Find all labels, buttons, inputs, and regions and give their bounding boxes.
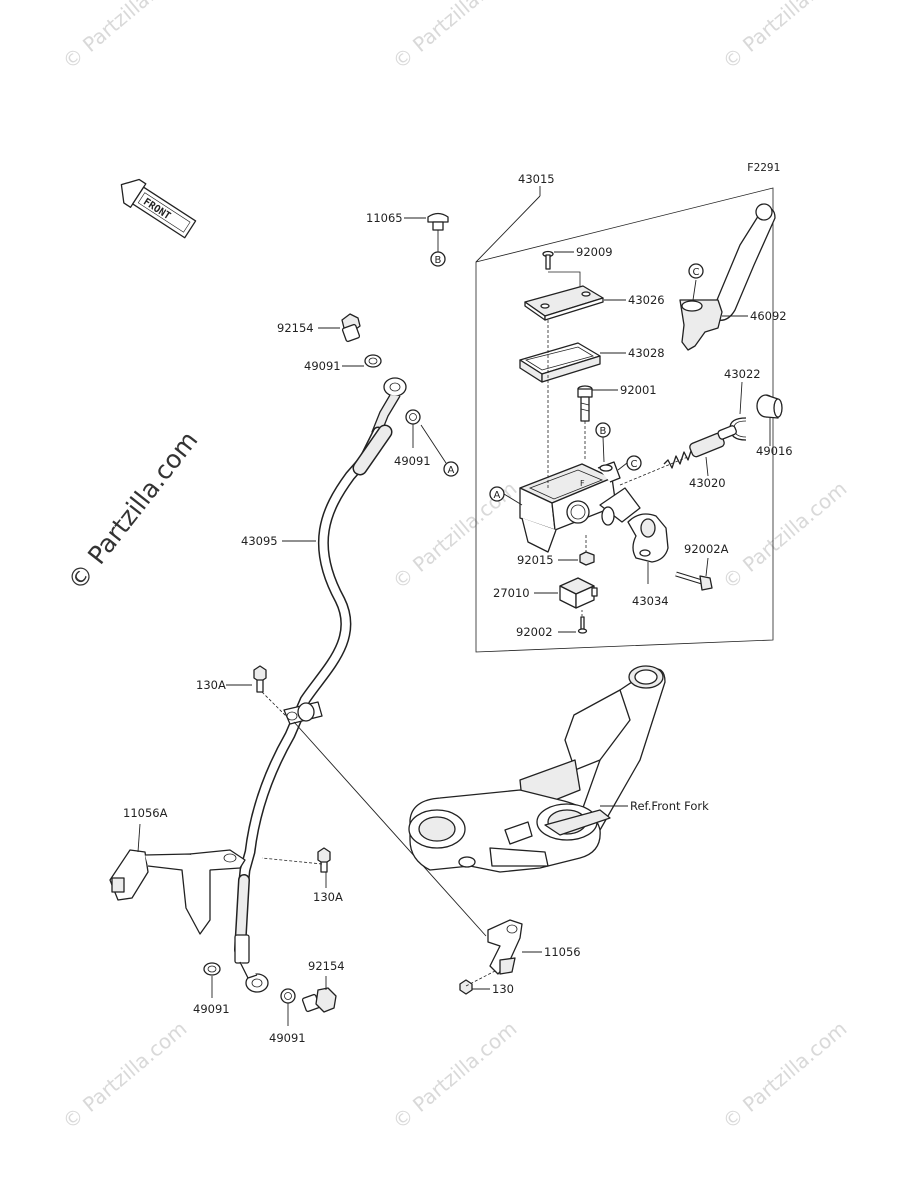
label-49091-top-1: 49091 <box>304 359 341 373</box>
label-92002a: 92002A <box>684 542 729 556</box>
watermark: © Partzilla.com <box>718 1016 852 1134</box>
label-130a-2: 130A <box>313 890 343 904</box>
part-92002-screw <box>577 616 588 634</box>
label-49016: 49016 <box>756 444 793 458</box>
part-92002a-bolt <box>675 571 713 591</box>
label-43034: 43034 <box>632 594 669 608</box>
part-43028-diaphragm <box>519 342 601 383</box>
part-46092-lever: C <box>679 203 776 351</box>
part-92154-top-banjo-bolt <box>341 313 361 343</box>
label-27010: 27010 <box>493 586 530 600</box>
watermark-main: © Partzilla.com <box>62 426 204 596</box>
part-49091-bottom-washer-2 <box>280 988 296 1004</box>
label-92002: 92002 <box>516 625 553 639</box>
watermark: © Partzilla.com <box>718 476 852 594</box>
label-43028: 43028 <box>628 346 665 360</box>
label-49091-bottom-2: 49091 <box>269 1031 306 1045</box>
label-11056a: 11056A <box>123 806 168 820</box>
watermark: © Partzilla.com <box>58 0 192 74</box>
part-92154-bottom-banjo-bolt <box>301 987 337 1013</box>
part-130a-bolt-1 <box>253 665 267 693</box>
label-43020: 43020 <box>689 476 726 490</box>
label-11065: 11065 <box>366 211 403 225</box>
watermarks: © Partzilla.com © Partzilla.com © Partzi… <box>58 0 852 1134</box>
part-11056a-bracket <box>109 849 246 935</box>
label-43026: 43026 <box>628 293 665 307</box>
callout-c: C <box>631 459 638 470</box>
label-92015: 92015 <box>517 553 554 567</box>
label-43015: 43015 <box>518 172 555 186</box>
part-49091-top-washer-2 <box>405 409 421 425</box>
callout-b: B <box>600 426 607 437</box>
part-43020-piston-kit <box>663 425 737 469</box>
watermark: © Partzilla.com <box>718 0 852 74</box>
watermark: © Partzilla.com <box>388 0 522 74</box>
watermark: © Partzilla.com <box>388 1016 522 1134</box>
label-11056: 11056 <box>544 945 581 959</box>
callout-a: A <box>448 465 455 476</box>
part-49016-boot <box>756 394 783 419</box>
callout-a: A <box>494 490 501 501</box>
part-49091-top-washer-1 <box>364 354 382 368</box>
label-46092: 46092 <box>750 309 787 323</box>
part-11056-bracket <box>487 919 523 975</box>
part-92009-screw <box>542 250 554 270</box>
label-49091-bottom-1: 49091 <box>193 1002 230 1016</box>
watermark: © Partzilla.com <box>58 1016 192 1134</box>
part-92001-bolt <box>577 385 593 422</box>
callout-c: C <box>693 267 700 278</box>
part-27010-switch <box>559 577 598 609</box>
part-92015-nut <box>579 551 595 566</box>
bottom-banjo-fitting <box>239 961 269 993</box>
ref-front-fork-label: Ref.Front Fork <box>630 799 709 813</box>
part-43034-clamp <box>627 513 669 563</box>
part-43026-cover <box>524 285 604 321</box>
front-fork-triple-clamp <box>408 665 666 873</box>
svg-text:F: F <box>580 479 585 488</box>
master-cylinder-assembly-box <box>475 186 774 653</box>
part-11065-cap: B <box>427 212 449 267</box>
label-130: 130 <box>492 982 514 996</box>
upper-hose-clamp <box>283 701 323 725</box>
callout-a-body-2 <box>443 461 459 477</box>
part-49091-bottom-washer-1 <box>203 962 221 976</box>
label-49091-top-2: 49091 <box>394 454 431 468</box>
label-92009: 92009 <box>576 245 613 259</box>
label-92001: 92001 <box>620 383 657 397</box>
figure-code: F2291 <box>747 161 780 174</box>
label-43095: 43095 <box>241 534 278 548</box>
front-arrow-icon: FRONT <box>120 178 197 239</box>
label-130a-1: 130A <box>196 678 226 692</box>
callout-b: B <box>435 255 442 266</box>
part-130a-bolt-2 <box>317 847 331 873</box>
part-43095-brake-hose <box>234 424 393 964</box>
label-43022: 43022 <box>724 367 761 381</box>
part-130-bolt <box>459 979 473 995</box>
label-92154-bottom: 92154 <box>308 959 345 973</box>
master-cylinder-body: F <box>519 461 641 553</box>
label-92154-top: 92154 <box>277 321 314 335</box>
